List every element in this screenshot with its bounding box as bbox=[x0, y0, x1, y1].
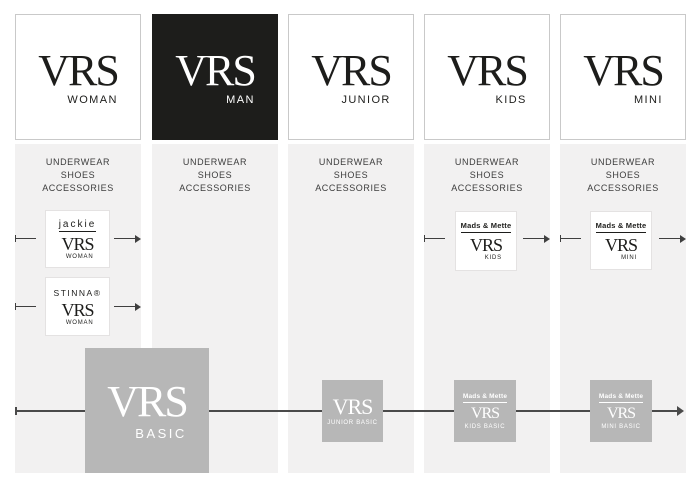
subbrand-name: Mads & Mette bbox=[462, 393, 508, 403]
flow-line-left-mini bbox=[560, 235, 581, 242]
vrs-logo: VRS bbox=[604, 234, 638, 255]
category-underwear: UNDERWEAR bbox=[454, 157, 520, 167]
flow-arrow-right-mini bbox=[659, 234, 686, 243]
vrs-logo: VRS bbox=[469, 235, 503, 255]
category-accessories: ACCESSORIES bbox=[451, 183, 523, 193]
category-underwear: UNDERWEAR bbox=[182, 157, 248, 167]
category-list: UNDERWEAR SHOES ACCESSORIES bbox=[560, 144, 686, 195]
category-accessories: ACCESSORIES bbox=[587, 183, 659, 193]
vrs-logo: VRS bbox=[447, 45, 529, 95]
subbrand-logo-group: VRS MINI bbox=[604, 234, 638, 261]
category-accessories: ACCESSORIES bbox=[42, 183, 114, 193]
basic-logo-group: VRS JUNIOR BASIC bbox=[327, 394, 378, 427]
vrs-logo: VRS bbox=[107, 377, 189, 426]
basic-box-vrs-basic: VRS BASIC bbox=[85, 348, 209, 473]
subbrand-name: Mads & Mette bbox=[598, 393, 644, 403]
brand-logo-group: VRS MINI bbox=[583, 45, 665, 106]
brand-logo-group: VRS WOMAN bbox=[38, 45, 120, 106]
basic-label: JUNIOR BASIC bbox=[327, 420, 378, 426]
subbrand-box-stinna: STINNA® VRS WOMAN bbox=[45, 277, 110, 336]
vrs-logo: VRS bbox=[61, 233, 94, 254]
vrs-logo: VRS bbox=[332, 394, 374, 419]
subbrand-name: STINNA® bbox=[53, 287, 102, 298]
subbrand-box-mads-mette-kids: Mads & Mette VRS KIDS bbox=[455, 211, 517, 271]
category-list: UNDERWEAR SHOES ACCESSORIES bbox=[288, 144, 414, 195]
basic-logo-group: VRS BASIC bbox=[107, 377, 189, 442]
brand-box-woman: VRS WOMAN bbox=[15, 14, 141, 140]
brand-box-mini: VRS MINI bbox=[560, 14, 686, 140]
subbrand-label: KIDS bbox=[484, 255, 502, 261]
subbrand-label: MINI bbox=[621, 254, 637, 261]
category-underwear: UNDERWEAR bbox=[590, 157, 656, 167]
category-shoes: SHOES bbox=[333, 170, 369, 180]
brand-logo-group: VRS JUNIOR bbox=[311, 45, 393, 106]
category-shoes: SHOES bbox=[469, 170, 505, 180]
vrs-logo: VRS bbox=[311, 45, 393, 95]
category-accessories: ACCESSORIES bbox=[179, 183, 251, 193]
category-shoes: SHOES bbox=[197, 170, 233, 180]
basic-logo-group: VRS KIDS BASIC bbox=[464, 404, 506, 430]
subbrand-label: WOMAN bbox=[65, 319, 94, 326]
brand-logo-group: VRS MAN bbox=[175, 45, 257, 106]
basic-logo-group: VRS MINI BASIC bbox=[601, 404, 641, 430]
basic-box-kids-basic: Mads & Mette VRS KIDS BASIC bbox=[454, 380, 516, 442]
brand-line-label: KIDS bbox=[495, 93, 527, 106]
subbrand-label: WOMAN bbox=[65, 253, 94, 260]
brand-logo-group: VRS KIDS bbox=[447, 45, 529, 106]
brand-line-label: MAN bbox=[226, 93, 255, 106]
subbrand-logo-group: VRS WOMAN bbox=[61, 233, 94, 260]
subbrand-name: Mads & Mette bbox=[460, 221, 512, 233]
category-list: UNDERWEAR SHOES ACCESSORIES bbox=[424, 144, 550, 195]
flow-line-left-stinna bbox=[15, 303, 36, 310]
vrs-logo: VRS bbox=[61, 299, 94, 320]
category-accessories: ACCESSORIES bbox=[315, 183, 387, 193]
category-list: UNDERWEAR SHOES ACCESSORIES bbox=[15, 144, 141, 195]
basic-label: MINI BASIC bbox=[601, 423, 641, 430]
subbrand-box-jackie: jackie VRS WOMAN bbox=[45, 210, 110, 268]
category-shoes: SHOES bbox=[60, 170, 96, 180]
vrs-logo: VRS bbox=[175, 45, 257, 95]
vrs-logo: VRS bbox=[583, 45, 665, 95]
brand-line-label: MINI bbox=[633, 93, 663, 106]
basic-box-mini-basic: Mads & Mette VRS MINI BASIC bbox=[590, 380, 652, 442]
category-shoes: SHOES bbox=[605, 170, 641, 180]
subbrand-box-mads-mette-mini: Mads & Mette VRS MINI bbox=[590, 211, 652, 270]
brand-line-label: WOMAN bbox=[67, 93, 118, 106]
brand-box-man: VRS MAN bbox=[152, 14, 278, 140]
category-underwear: UNDERWEAR bbox=[318, 157, 384, 167]
subbrand-logo-group: VRS WOMAN bbox=[61, 299, 94, 326]
brand-box-junior: VRS JUNIOR bbox=[288, 14, 414, 140]
flow-arrow-right-stinna bbox=[114, 302, 141, 311]
flow-arrow-right-jackie bbox=[114, 234, 141, 243]
brand-box-kids: VRS KIDS bbox=[424, 14, 550, 140]
brand-line-label: JUNIOR bbox=[341, 93, 391, 106]
category-underwear: UNDERWEAR bbox=[45, 157, 111, 167]
subbrand-name: jackie bbox=[58, 218, 97, 232]
vrs-logo: VRS bbox=[38, 45, 120, 95]
category-list: UNDERWEAR SHOES ACCESSORIES bbox=[152, 144, 278, 195]
flow-arrow-right-kids bbox=[523, 234, 550, 243]
subbrand-name: Mads & Mette bbox=[595, 221, 647, 233]
basic-label: BASIC bbox=[135, 426, 187, 441]
vrs-logo: VRS bbox=[470, 404, 500, 422]
flow-line-left-kids bbox=[424, 235, 445, 242]
basic-box-junior-basic: VRS JUNIOR BASIC bbox=[322, 380, 383, 442]
subbrand-logo-group: VRS KIDS bbox=[469, 235, 503, 261]
flow-line-left-jackie bbox=[15, 235, 36, 242]
vrs-logo: VRS bbox=[606, 404, 636, 422]
basic-label: KIDS BASIC bbox=[464, 423, 506, 430]
